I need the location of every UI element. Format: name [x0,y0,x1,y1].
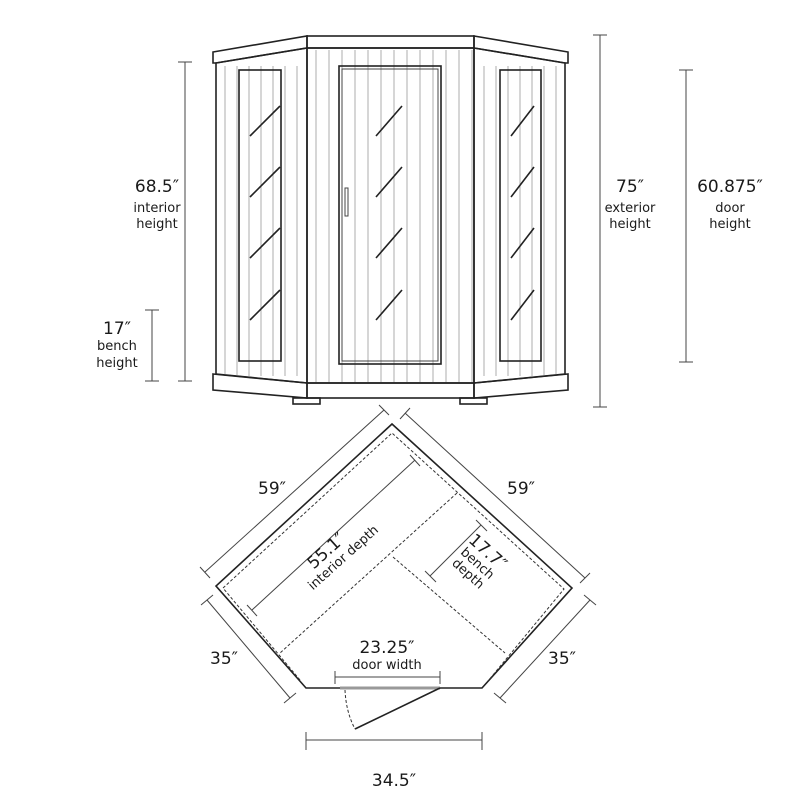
bench-height-dimension: 17″ bench height [96,309,159,382]
glint-line [510,166,535,198]
glass-reflections [249,105,535,321]
svg-text:exterior: exterior [605,201,656,216]
right-window [499,69,542,362]
inner-wall-outline [222,432,565,682]
front-width-dimension: 34.5″ [305,732,483,791]
glint-line [375,105,403,137]
right-angled-dimension: 35″ [493,594,597,704]
glint-line [510,289,535,321]
door-width-dimension: 23.25″ door width [334,638,441,684]
svg-text:height: height [709,217,750,232]
right-base [473,373,569,399]
glint-line [249,289,281,321]
glass-door [338,65,442,365]
glint-line [375,227,403,259]
left-foot [292,397,321,405]
door-inner-frame [341,68,439,362]
outer-walls [214,422,574,689]
svg-text:60.875″: 60.875″ [697,177,763,197]
exterior-height-dimension: 75″ exterior height [593,34,656,408]
glint-line [375,166,403,198]
svg-text:interior: interior [133,201,181,216]
left-panel [215,47,308,384]
center-panel [306,47,475,384]
svg-text:35″: 35″ [548,649,576,669]
door-swing-leaf [354,687,441,730]
svg-text:59″: 59″ [258,479,286,499]
left-wall-dimension: 59″ [199,404,390,579]
glint-line [249,166,281,198]
bench-depth-dimension: 17.7″ bench depth [424,519,510,592]
bench-edge-left [279,492,458,654]
svg-text:75″: 75″ [616,177,644,197]
svg-text:bench: bench [97,339,137,354]
svg-text:height: height [609,217,650,232]
svg-text:height: height [136,217,177,232]
door-handle [344,187,349,217]
glint-line [510,227,535,259]
svg-text:68.5″: 68.5″ [135,177,179,197]
left-window [238,69,282,362]
glint-line [249,227,281,259]
right-top-cap [473,35,569,64]
center-base [306,382,475,399]
svg-text:34.5″: 34.5″ [372,771,416,791]
door-height-dimension: 60.875″ door height [679,69,763,363]
svg-text:23.25″: 23.25″ [359,638,414,658]
right-wall-dimension: 59″ [399,407,591,584]
wall-planks [224,50,557,382]
svg-text:door: door [715,201,745,216]
front-elevation [212,35,569,405]
svg-text:door width: door width [352,658,421,673]
floor-plan [214,422,574,730]
right-panel [473,47,566,384]
left-top-cap [212,35,308,64]
door-swing-arc [344,689,356,730]
left-angled-dimension: 35″ [200,594,297,704]
interior-height-dimension: 68.5″ interior height [133,61,192,382]
svg-text:35″: 35″ [210,649,238,669]
bench-edge-right [392,556,506,654]
center-top-cap [306,35,475,49]
glint-line [375,289,403,321]
svg-text:59″: 59″ [507,479,535,499]
glint-line [249,105,281,137]
svg-text:17″: 17″ [103,319,131,339]
glint-line [510,105,535,137]
right-foot [459,397,488,405]
svg-text:height: height [96,356,137,371]
